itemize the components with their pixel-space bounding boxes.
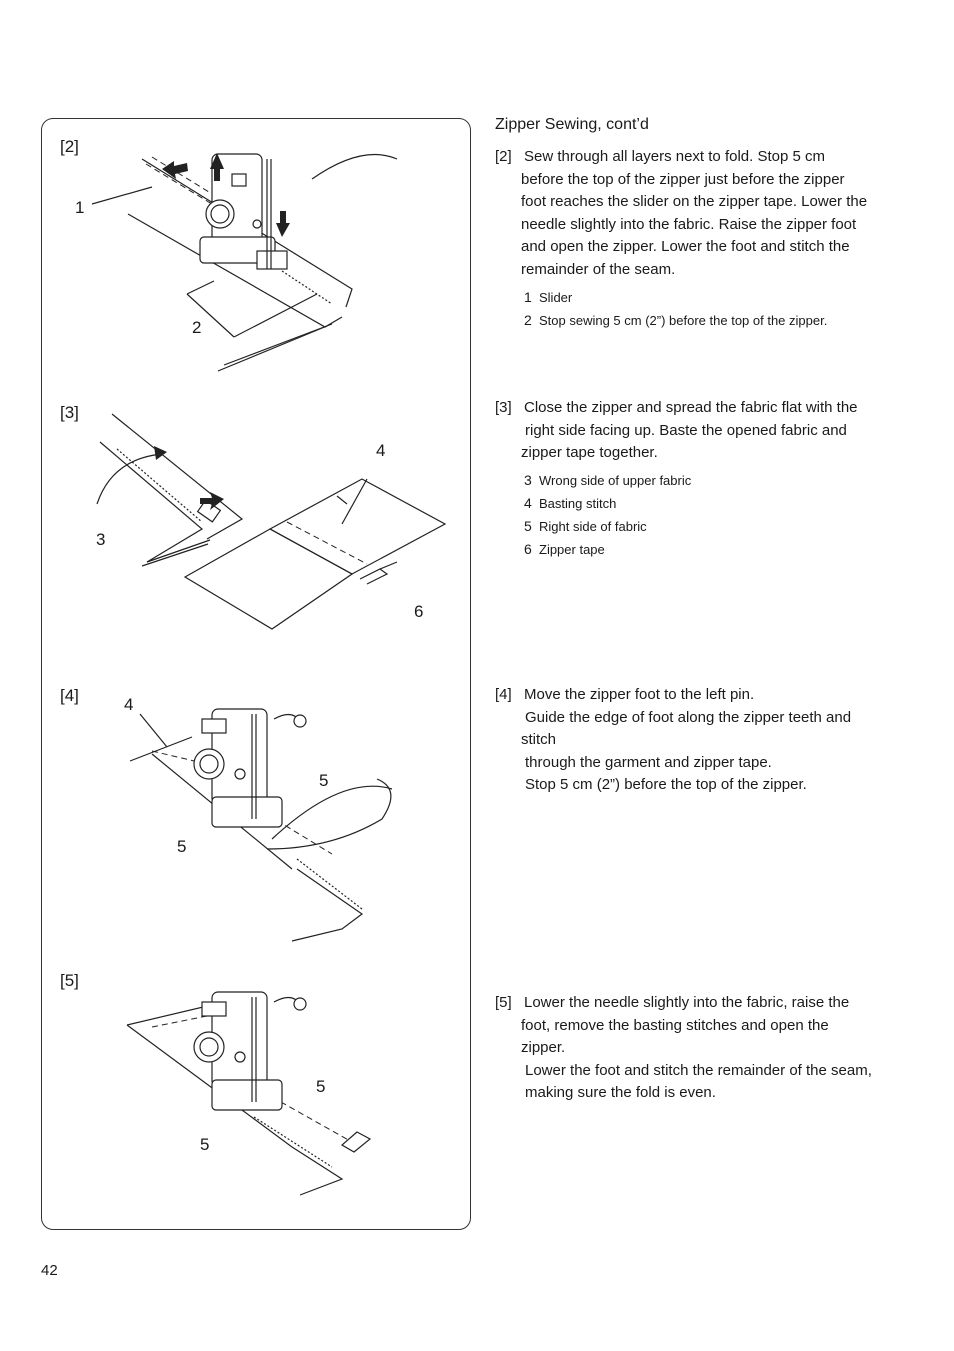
zipper-foot-drawing-4 [129, 708, 393, 942]
callout-5b: 5 [200, 1135, 210, 1154]
figure-step-4: [4] 4 5 5 [42, 679, 472, 949]
step-line: Move the zipper foot to the left pin. [524, 686, 755, 703]
illustration-panel: [2] 1 2 [41, 118, 471, 1230]
step-line: right side facing up. Baste the opened f… [525, 421, 847, 439]
step-number: [2] [495, 148, 512, 165]
step-line: stitch [521, 731, 557, 749]
callout-6: 6 [414, 602, 424, 621]
callout-3: 3 [96, 530, 106, 549]
figure-3-label: [3] [60, 403, 79, 422]
callout-5b: 5 [177, 837, 187, 856]
step-line: Close the zipper and spread the fabric f… [524, 399, 858, 416]
callout-1: 1 [75, 198, 85, 217]
step-line: Lower the foot and stitch the remainder … [525, 1061, 872, 1079]
step-line: Sew through all layers next to fold. Sto… [524, 148, 825, 165]
figure-step-5: [5] 5 5 [42, 967, 472, 1227]
step-2: [2] Sew through all layers next to fold.… [495, 146, 910, 328]
step-line: needle slightly into the fabric. Raise t… [521, 215, 857, 233]
zipper-spread-drawing [96, 413, 447, 630]
figure-step-3: [3] 3 4 5 5 6 [42, 394, 472, 649]
step-line: through the garment and zipper tape. [525, 753, 772, 771]
step-line: before the top of the zipper just before… [521, 170, 845, 188]
step-number: [4] [495, 686, 512, 703]
figure-step-2: [2] 1 2 [42, 119, 472, 389]
callout-4: 4 [124, 695, 134, 714]
figure-2-label: [2] [60, 137, 79, 156]
step-line: zipper. [521, 1039, 566, 1057]
step-number: [5] [495, 994, 512, 1011]
step-3: [3] Close the zipper and spread the fabr… [495, 397, 910, 557]
callout-2: 2 [192, 318, 202, 337]
step-line: Guide the edge of foot along the zipper … [525, 708, 852, 726]
callout-5a: 5 [319, 771, 329, 790]
section-heading: Zipper Sewing, cont’d [495, 116, 649, 133]
step-5: [5] Lower the needle slightly into the f… [495, 992, 910, 1105]
step-line: and open the zipper. Lower the foot and … [521, 238, 850, 256]
zipper-foot-drawing-5 [126, 991, 372, 1196]
callout-5a: 5 [316, 1077, 326, 1096]
figure-4-label: [4] [60, 686, 79, 705]
step-line: making sure the fold is even. [525, 1084, 716, 1102]
page-number: 42 [41, 1262, 58, 1279]
step-4: [4] Move the zipper foot to the left pin… [495, 684, 910, 797]
step-line: zipper tape together. [521, 444, 658, 462]
step-line: remainder of the seam. [521, 260, 676, 278]
step-line: foot reaches the slider on the zipper ta… [521, 193, 868, 211]
step-line: Lower the needle slightly into the fabri… [524, 994, 850, 1011]
sewing-foot-drawing-2 [91, 153, 398, 372]
step-line: foot, remove the basting stitches and op… [521, 1016, 829, 1034]
step-line: Stop 5 cm (2”) before the top of the zip… [525, 776, 807, 794]
figure-5-label: [5] [60, 971, 79, 990]
step-number: [3] [495, 399, 512, 416]
callout-4: 4 [376, 441, 386, 460]
